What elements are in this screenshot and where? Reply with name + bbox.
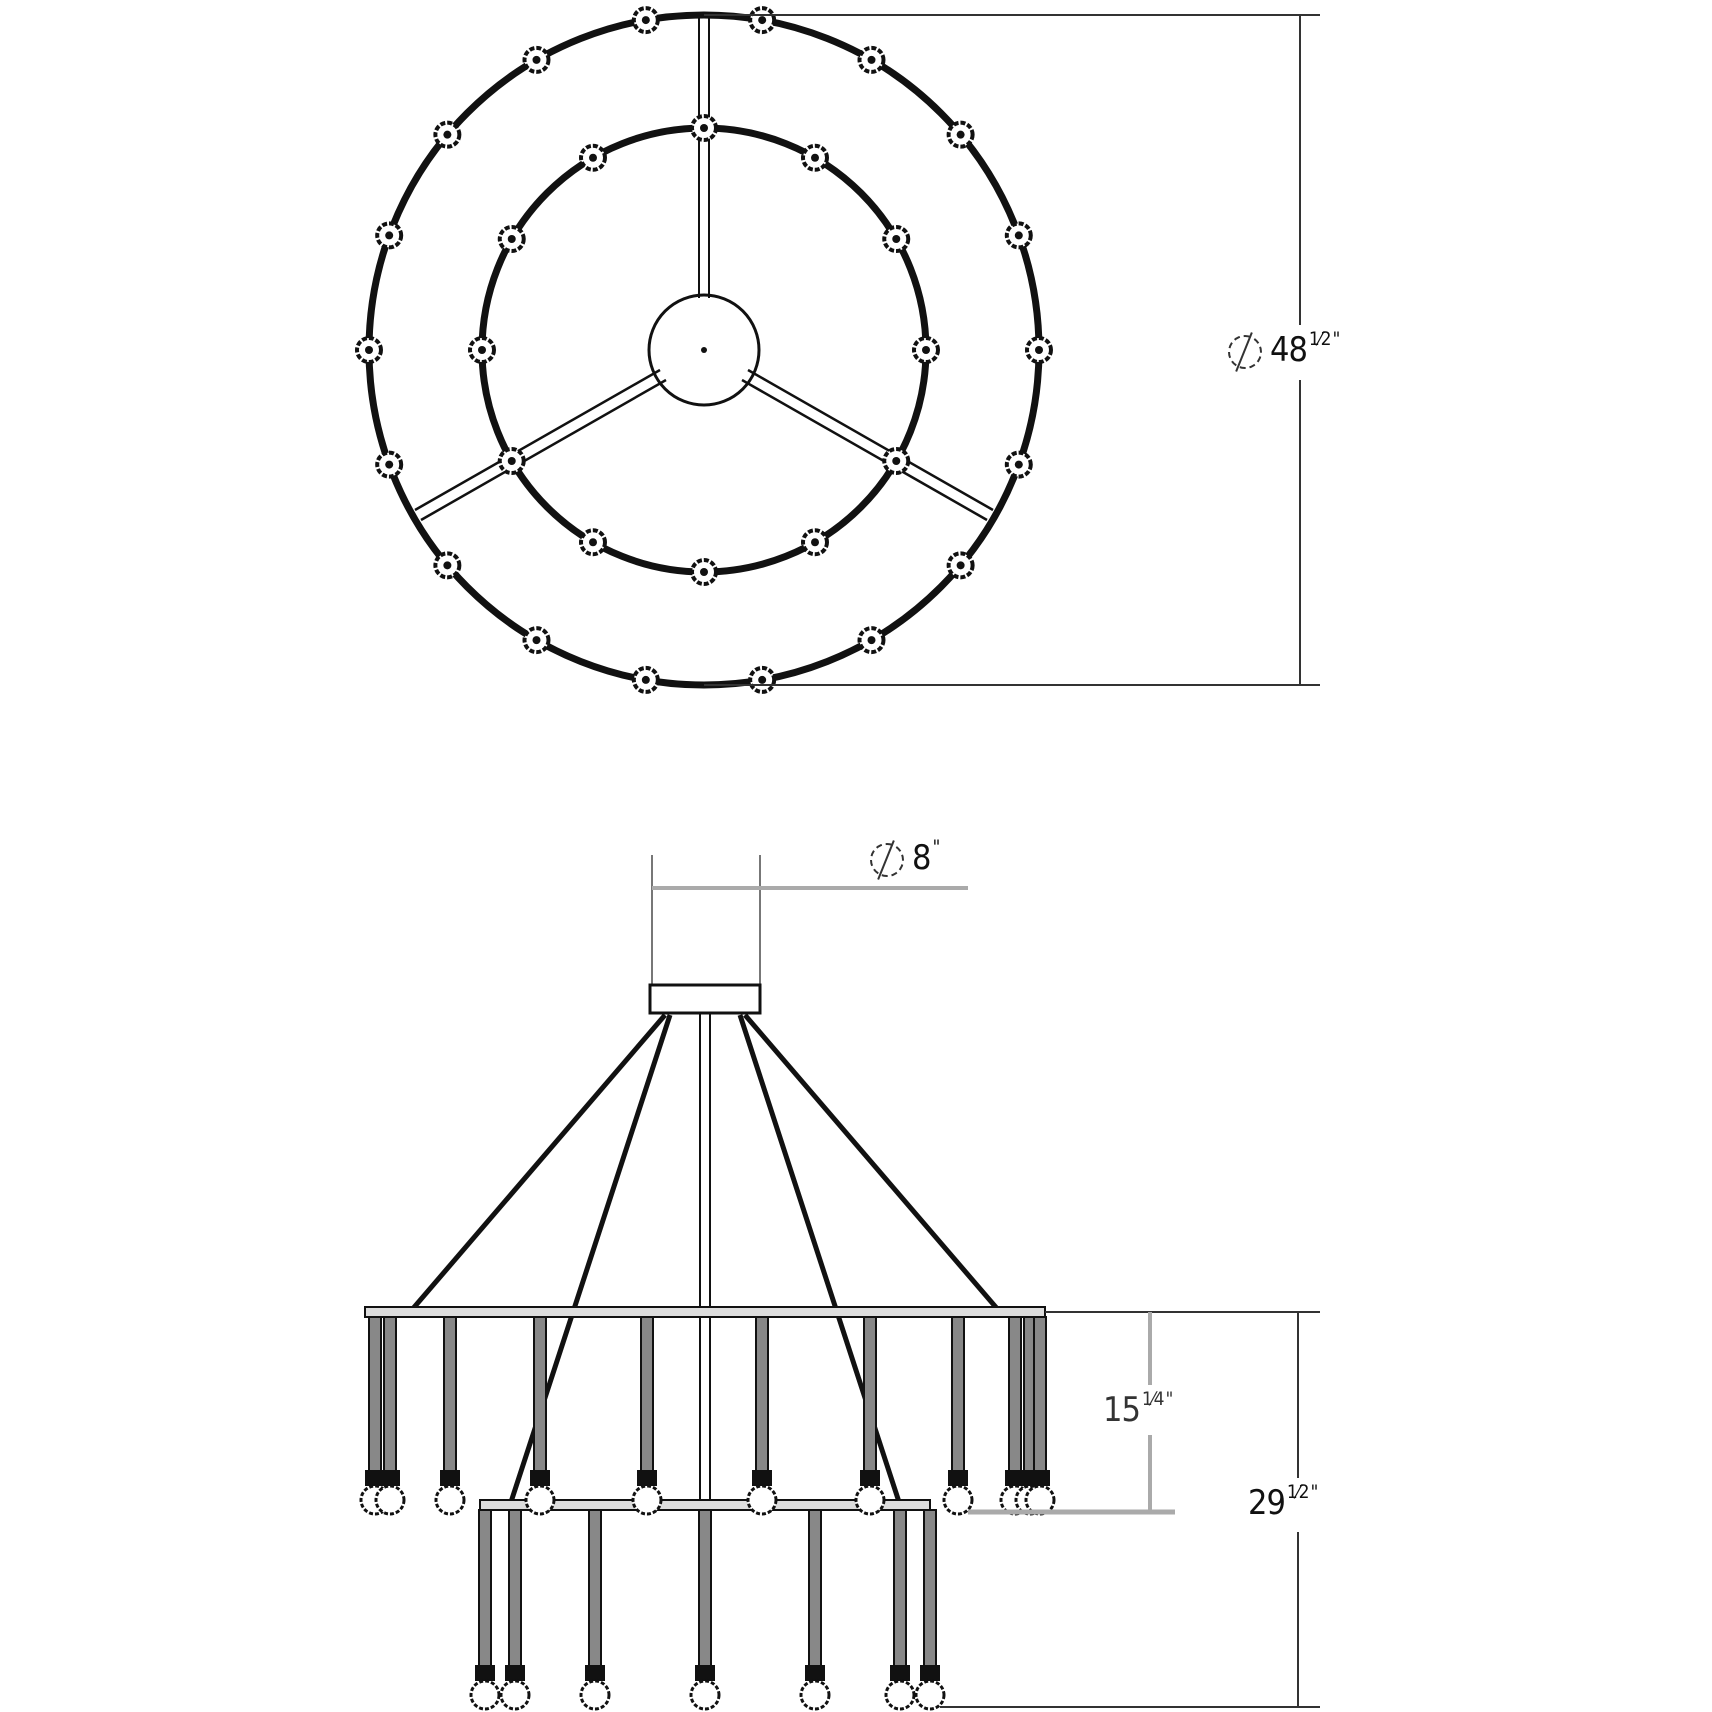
bulb-icon bbox=[914, 1679, 946, 1711]
bulb-icon bbox=[689, 1679, 721, 1711]
bulb-icon bbox=[631, 1484, 663, 1516]
bulb-icon bbox=[942, 1484, 974, 1516]
bulb-icon bbox=[854, 1484, 886, 1516]
outer-ring-lamps bbox=[355, 6, 1053, 694]
bulb-icon bbox=[434, 1484, 466, 1516]
bulb-icon bbox=[469, 1679, 501, 1711]
bulb-icon bbox=[374, 1484, 406, 1516]
bulb-icon bbox=[799, 1679, 831, 1711]
canopy-dimension-lines bbox=[651, 855, 968, 985]
bulb-icon bbox=[579, 1679, 611, 1711]
diameter-dimension-lines bbox=[704, 14, 1320, 686]
bulb-icon bbox=[746, 1484, 778, 1516]
upper-tier-pendants bbox=[359, 1316, 1056, 1516]
arm-left bbox=[414, 368, 667, 522]
bulb-icon bbox=[499, 1679, 531, 1711]
arm-right bbox=[741, 368, 994, 522]
inner-ring-lamps bbox=[468, 114, 940, 586]
lower-tier-pendants bbox=[469, 1509, 946, 1711]
canopy-diameter-label: 8" bbox=[870, 838, 940, 878]
diameter-symbol-icon bbox=[1228, 334, 1262, 369]
suspension-cables bbox=[408, 1013, 1002, 1506]
bulb-icon bbox=[524, 1484, 556, 1516]
bulb-icon bbox=[884, 1679, 916, 1711]
arm-top bbox=[698, 15, 710, 298]
canopy-side bbox=[648, 983, 762, 1015]
center-stem bbox=[699, 1013, 711, 1510]
upper-tier-ring bbox=[364, 1306, 1046, 1318]
height-dimension-lines bbox=[940, 1311, 1320, 1708]
top-view bbox=[355, 6, 1320, 694]
diameter-symbol-icon bbox=[870, 842, 904, 877]
side-view bbox=[359, 855, 1320, 1711]
